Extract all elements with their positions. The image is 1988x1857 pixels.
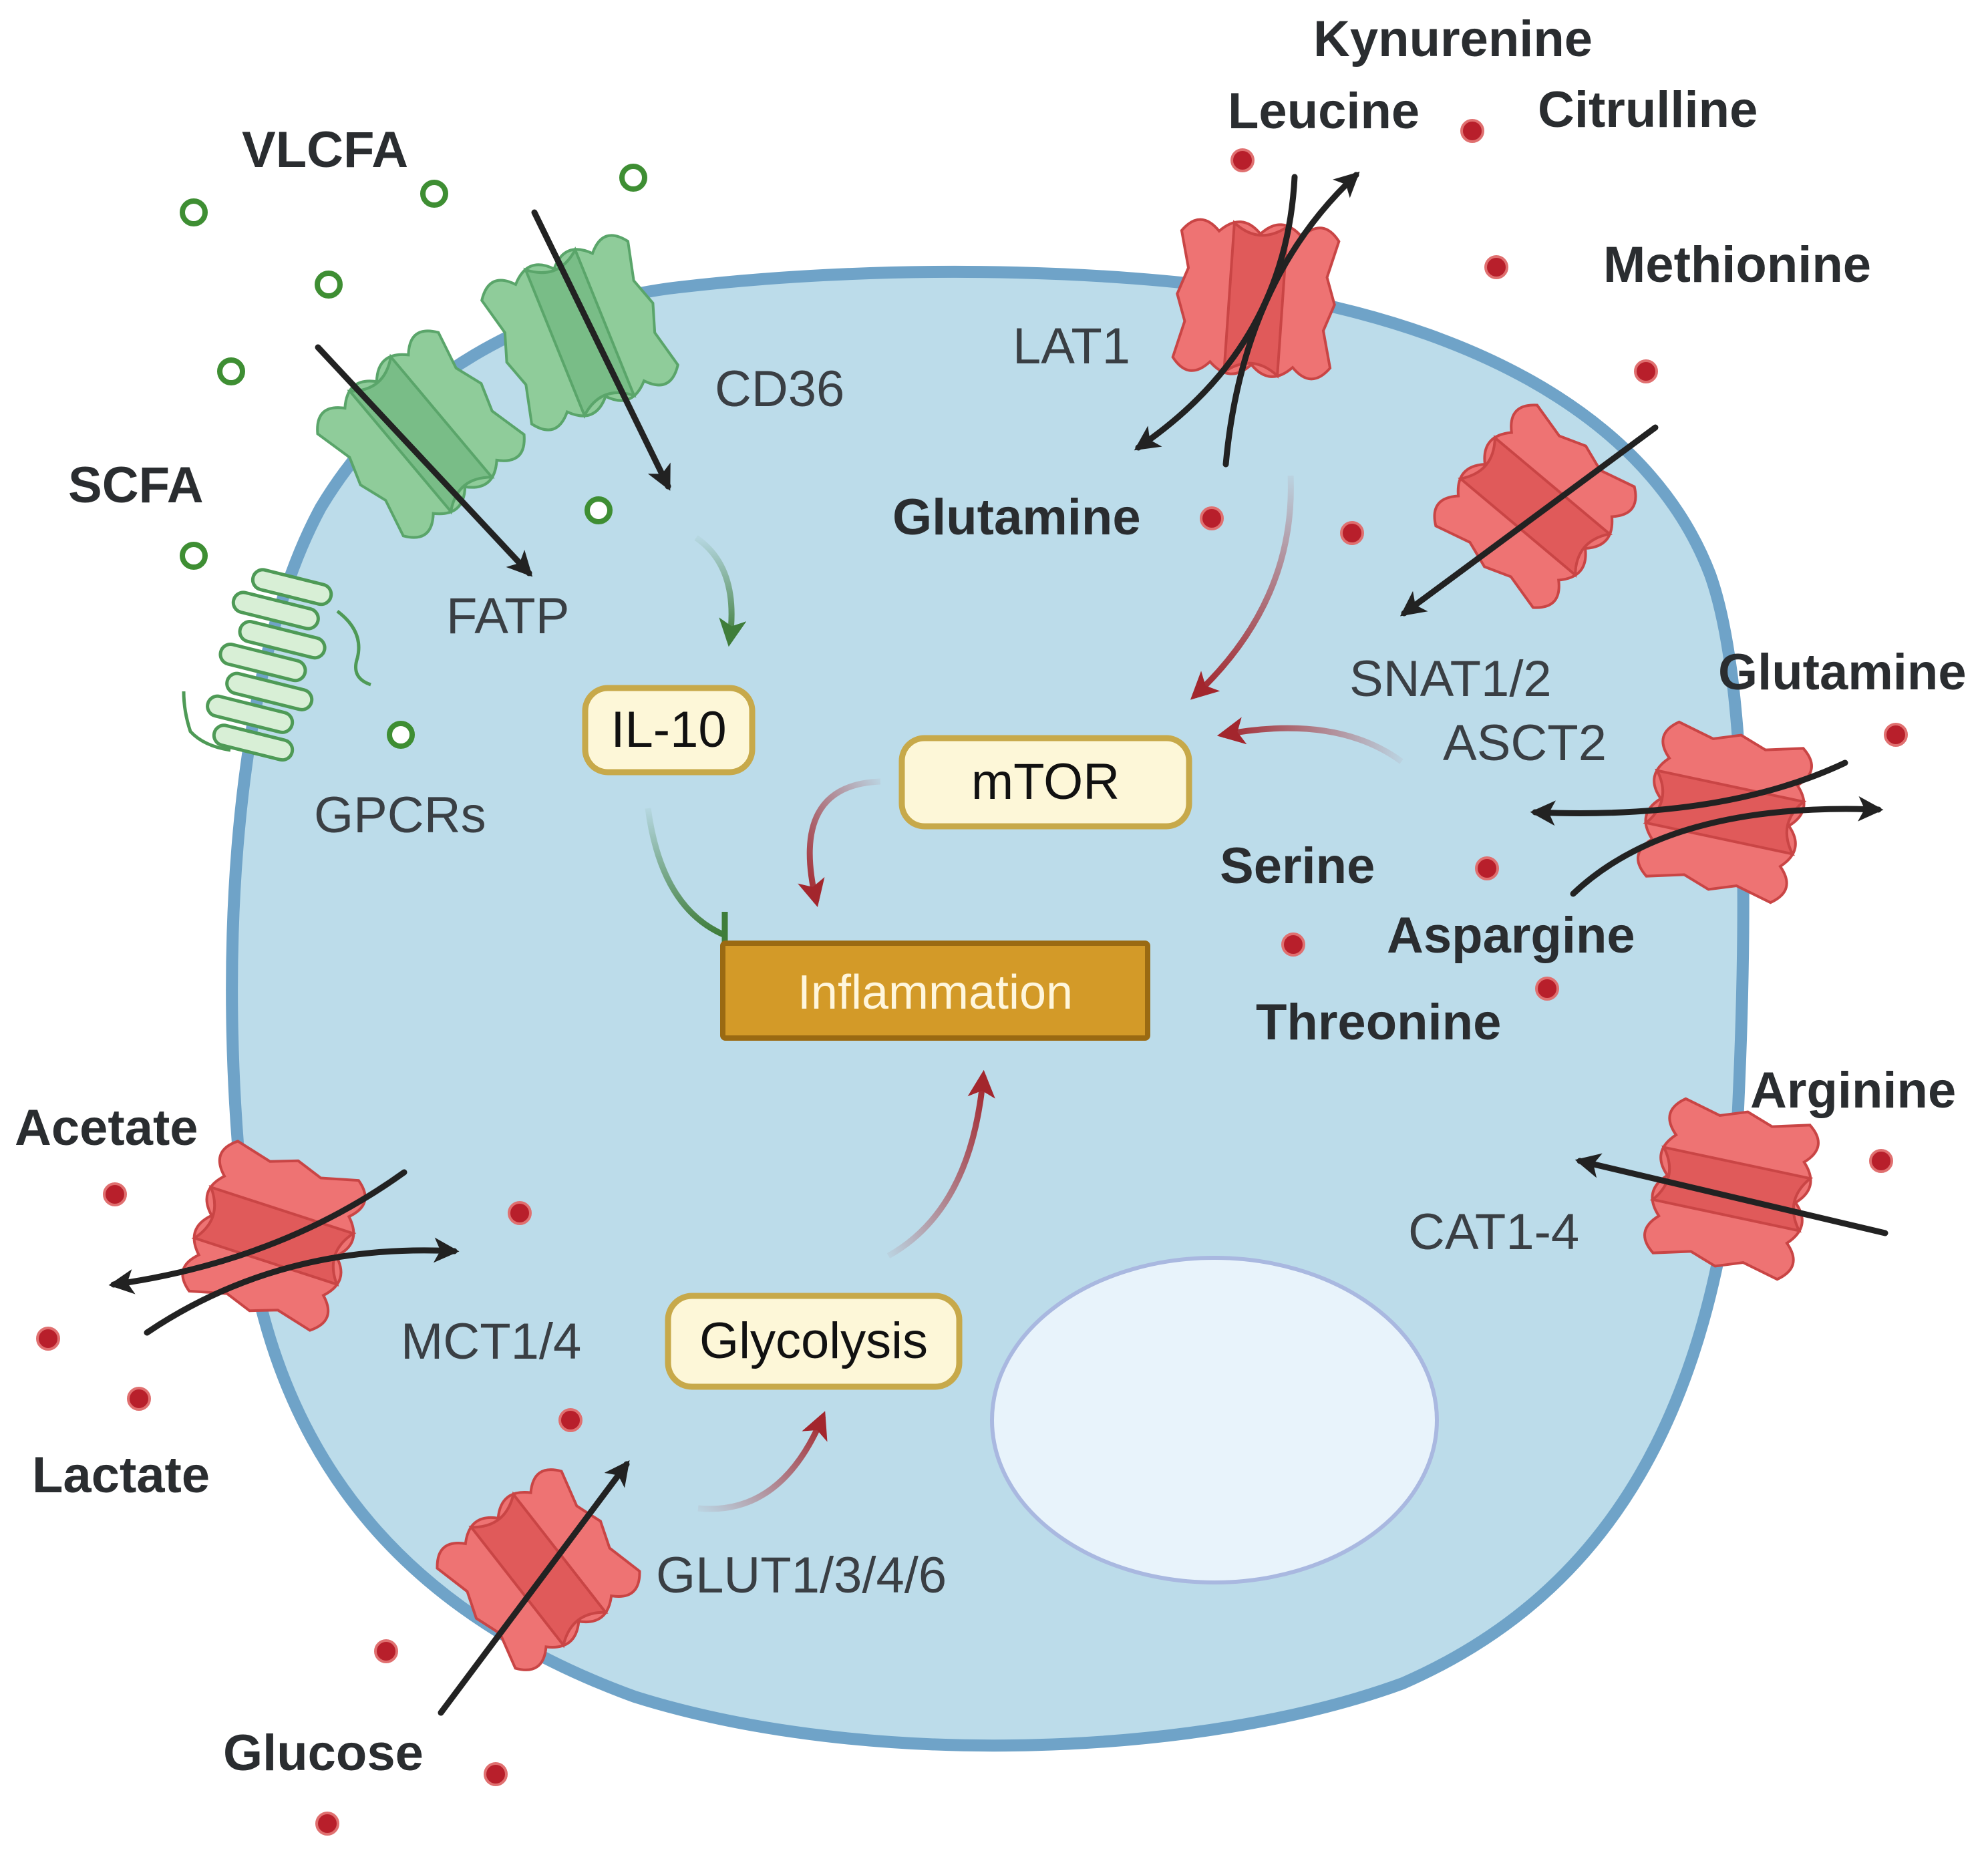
threonine-label: Threonine (1256, 994, 1501, 1051)
leucine-label: Leucine (1228, 83, 1420, 140)
snat-import-arrow (1399, 424, 1659, 617)
il10-node: IL-10 (582, 685, 756, 776)
cd36-label: CD36 (715, 361, 844, 417)
inflammation-label: Inflammation (798, 966, 1073, 1019)
glut-label: GLUT1/3/4/6 (656, 1547, 947, 1604)
glutamine-inner-label: Glutamine (892, 489, 1141, 546)
lactate-label: Lactate (32, 1447, 210, 1504)
snat-mtor-arrow (1216, 717, 1403, 764)
lat1-mtor-arrow (1190, 475, 1294, 700)
gpcr-receptor (182, 568, 371, 762)
mct-export-arrow (108, 1169, 407, 1295)
lat1-label: LAT1 (1013, 318, 1130, 375)
vlcfa-label: VLCFA (242, 122, 408, 178)
aspargine-label: Aspargine (1387, 907, 1635, 964)
mct14-label: MCT1/4 (401, 1313, 581, 1370)
il10-inhibition (645, 808, 726, 939)
lat1-transporter (1170, 216, 1341, 382)
glutamine-export-arrow (1570, 796, 1884, 897)
snat12-label: SNAT1/2 (1349, 651, 1552, 707)
citrulline-label: Citrulline (1538, 81, 1758, 138)
gpcrs-label: GPCRs (314, 787, 486, 844)
glycolysis-inflammation-arrow (886, 1069, 995, 1258)
mct-import-arrow (144, 1237, 460, 1336)
cat14-label: CAT1-4 (1408, 1204, 1579, 1260)
il10-label: IL-10 (611, 701, 726, 758)
glucose-label: Glucose (223, 1725, 424, 1782)
nucleus (990, 1256, 1439, 1584)
glutamine-import-arrow (1530, 759, 1848, 826)
glucose-import-arrow (438, 1460, 630, 1716)
mtor-inflammation-arrow (798, 778, 881, 908)
kynurenine-label: Kynurenine (1313, 11, 1593, 67)
vlcfa-cd36-arrow (531, 209, 671, 491)
glutamine-outer-label: Glutamine (1718, 644, 1967, 701)
glut-glycolysis-arrow (697, 1411, 828, 1512)
scfa-fatp-arrow (315, 344, 533, 577)
cd36-il10-arrow (694, 535, 747, 647)
mtor-node: mTOR (898, 735, 1192, 830)
arginine-label: Arginine (1750, 1062, 1956, 1119)
glycolysis-node: Glycolysis (665, 1293, 963, 1390)
fatp-label: FATP (446, 588, 569, 645)
asct2-label: ASCT2 (1443, 715, 1607, 772)
mtor-label: mTOR (971, 753, 1120, 810)
arginine-import-arrow (1575, 1153, 1888, 1236)
inflammation-node: Inflammation (720, 941, 1150, 1041)
serine-label: Serine (1220, 838, 1375, 894)
acetate-label: Acetate (15, 1100, 198, 1156)
scfa-label: SCFA (68, 457, 204, 514)
lat1-import-arrow (1134, 174, 1298, 451)
glycolysis-label: Glycolysis (699, 1313, 928, 1369)
methionine-label: Methionine (1603, 236, 1871, 293)
